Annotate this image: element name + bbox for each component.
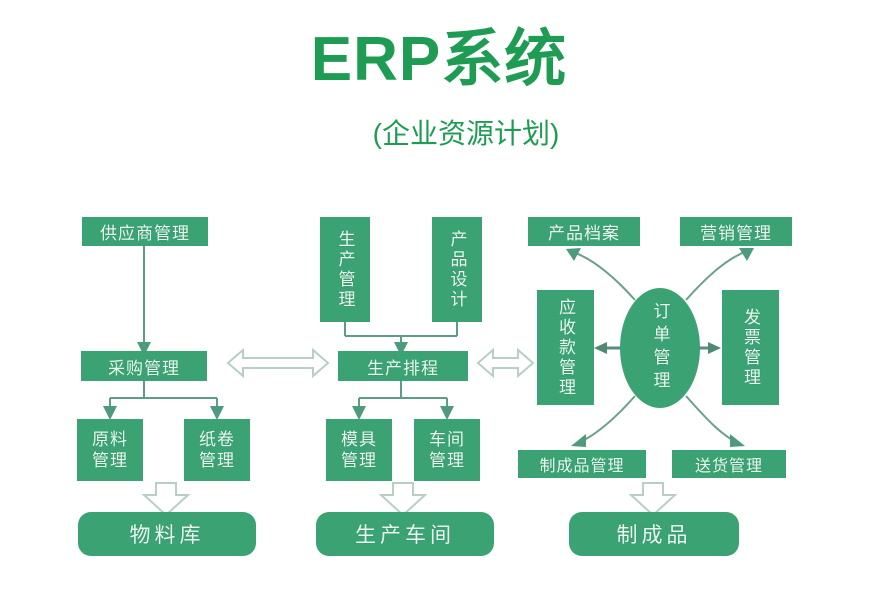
node-finished-goods[interactable]: 制成品 xyxy=(569,512,739,556)
node-production-workshop[interactable]: 生产车间 xyxy=(316,512,494,556)
page-subtitle: (企业资源计划) xyxy=(372,118,560,149)
node-production-schedule[interactable]: 生产排程 xyxy=(338,351,468,381)
node-purchase-mgmt[interactable]: 采购管理 xyxy=(81,351,207,381)
node-mold-mgmt[interactable]: 模具 管理 xyxy=(326,419,392,481)
node-material-mgmt[interactable]: 原料 管理 xyxy=(77,419,143,481)
node-product-archive[interactable]: 产品档案 xyxy=(528,217,640,246)
node-delivery-mgmt[interactable]: 送货管理 xyxy=(672,450,786,478)
node-material-warehouse[interactable]: 物料库 xyxy=(78,512,256,556)
node-supplier-mgmt[interactable]: 供应商管理 xyxy=(82,217,208,246)
page-title: ERP系统 xyxy=(310,25,568,94)
node-order-mgmt[interactable]: 订单管理 xyxy=(620,288,700,408)
node-production-mgmt[interactable]: 生产管理 xyxy=(320,217,370,322)
node-invoice-mgmt[interactable]: 发票管理 xyxy=(722,290,779,405)
node-receivable-mgmt[interactable]: 应收款管理 xyxy=(537,290,594,405)
node-workshop-mgmt[interactable]: 车间 管理 xyxy=(414,419,480,481)
node-product-design[interactable]: 产品设计 xyxy=(432,217,482,322)
node-finished-goods-mgmt[interactable]: 制成品管理 xyxy=(518,450,646,478)
node-marketing-mgmt[interactable]: 营销管理 xyxy=(680,217,792,246)
node-paper-roll-mgmt[interactable]: 纸卷 管理 xyxy=(184,419,250,481)
